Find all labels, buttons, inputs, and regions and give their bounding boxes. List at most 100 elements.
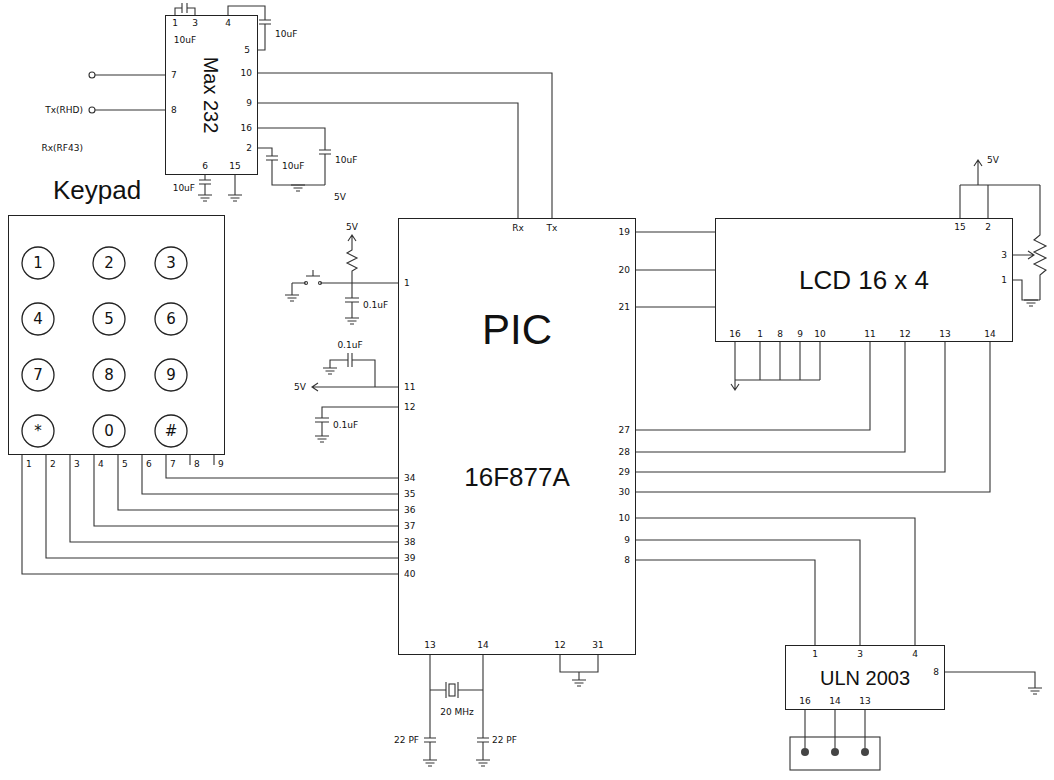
key-label: 4 [33,311,43,328]
pin-number: 2 [49,460,57,469]
key-button: 0 [92,414,126,448]
lcd-power [960,160,1040,218]
pin-number: 1 [403,279,411,288]
pin-number: 10 [813,330,826,339]
ground-symbol [315,436,329,442]
ground-symbol [323,368,337,374]
pin-number: 19 [618,228,631,237]
supply-arrow [312,383,398,391]
pin-number: 9 [623,536,631,545]
pin-number: 3 [1000,251,1008,260]
part-name: ULN 2003 [820,667,910,689]
component-value: 10uF [334,156,358,165]
ground-wire [945,672,1035,688]
wire [636,269,715,270]
ground-wire [560,655,598,680]
pin-number: 3 [73,460,81,469]
pin-number: 1 [171,19,179,28]
pin-number: 14 [983,330,996,339]
key-circle [22,247,54,279]
pin-number: 8 [776,330,784,339]
wire [636,518,915,645]
pin-number: 8 [932,668,940,677]
pin-number: 4 [911,650,919,659]
key-button: 4 [21,302,55,336]
component-value: 22 PF [491,736,518,745]
pin-number: 11 [403,383,416,392]
wire [70,455,398,542]
key-circle [22,359,54,391]
key-button: * [21,414,55,448]
pin-number: 34 [403,474,416,483]
pin-number: 29 [618,468,631,477]
ground-symbol [1024,300,1038,306]
pin-number: 10 [618,514,631,523]
wire [636,231,715,232]
reset-switch [292,270,398,295]
key-button: # [154,414,188,448]
pin-number: 13 [423,641,436,650]
connector-pin [861,748,869,756]
pin-number: 8 [170,106,178,115]
pin-number: 27 [618,426,631,435]
pin-number: 14 [828,697,841,706]
key-button: 8 [92,358,126,392]
ground-symbol [345,318,359,324]
component-value: 10uF [173,36,197,45]
pin-number: 6 [201,162,209,171]
pin-number: 2 [245,144,253,153]
pin-number: 16 [240,124,253,133]
pin-number: 9 [245,99,253,108]
lcd-display: LCD 16 x 4 [715,218,1013,342]
wire [118,455,398,510]
connector-pin [801,748,809,756]
key-label: 2 [104,255,114,272]
pin-number: 35 [403,490,416,499]
output-wire [805,710,865,748]
pin-number: 12 [553,641,566,650]
capacitor-symbol [258,128,331,185]
key-button: 9 [154,358,188,392]
key-circle [22,415,54,447]
pin-number: 1 [25,460,33,469]
ground-wire [731,342,820,390]
capacitor-symbol [175,3,195,15]
pin-number: 11 [863,330,876,339]
key-label: # [165,423,178,440]
ground-symbol [1028,688,1042,694]
key-label: 8 [104,367,114,384]
key-button: 7 [21,358,55,392]
pin-number: 16 [798,697,811,706]
wire [22,455,398,574]
component-value: 0.1uF [332,421,359,430]
key-circle [93,415,125,447]
component-value: Rx [511,224,525,233]
pin-number: 5 [121,460,129,469]
ground-wire [234,175,235,195]
key-circle [93,303,125,335]
capacitor-symbol [345,283,359,318]
component-value: 5V [293,383,307,392]
wire [636,342,990,492]
pin-number: 20 [618,266,631,275]
pin-number: 10 [240,69,253,78]
pin-number: 8 [623,556,631,565]
key-circle [93,247,125,279]
key-label: 0 [104,423,114,440]
wire [258,103,518,218]
pin-number: 30 [618,488,631,497]
wire [94,455,398,526]
pin-number: 15 [228,162,241,171]
key-label: 5 [104,311,114,328]
pin-number: 40 [403,570,416,579]
ground-symbol [291,185,305,191]
wire [636,342,870,430]
wire [258,73,552,218]
crystal-symbol [449,684,455,696]
wire [636,342,945,472]
pin-number: 38 [403,538,416,547]
pin-number: 39 [403,554,416,563]
capacitor-symbol [424,738,489,760]
pin-number: 7 [170,71,178,80]
